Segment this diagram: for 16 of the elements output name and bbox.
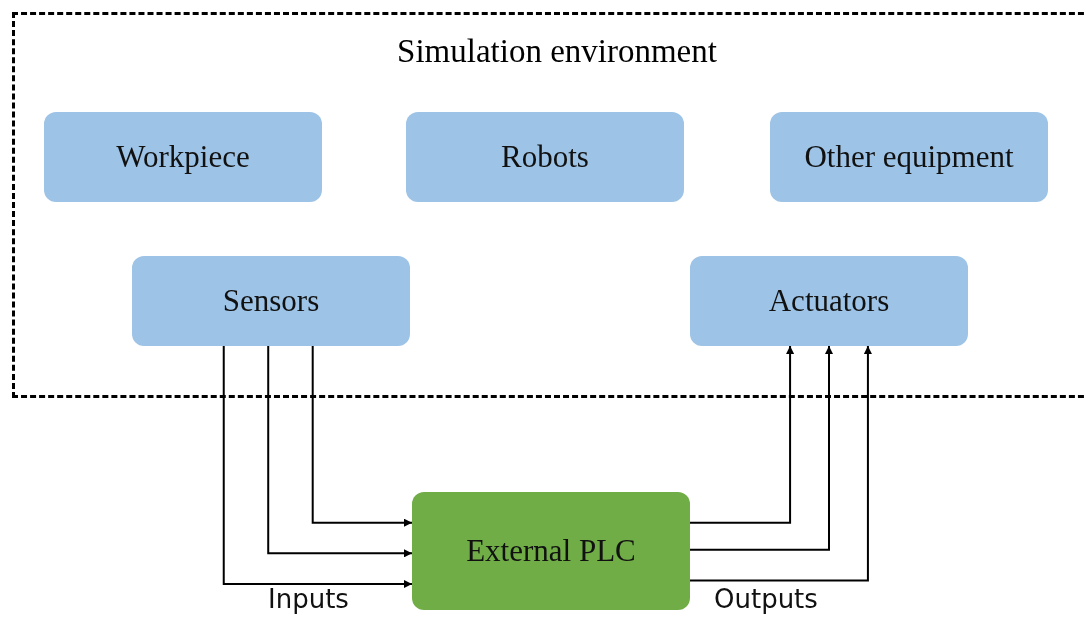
annotation-text: Inputs: [268, 584, 349, 614]
arrow: [689, 345, 833, 551]
process-box: Other equipment: [770, 112, 1048, 202]
group-title: Simulation environment: [397, 33, 717, 70]
process-box: Sensors: [132, 256, 410, 346]
arrow: [689, 345, 795, 524]
process-box: Actuators: [690, 256, 968, 346]
process-box: Workpiece: [44, 112, 322, 202]
arrow: [311, 345, 413, 527]
arrow: [689, 345, 872, 582]
process-box: External PLC: [412, 492, 690, 610]
arrow: [222, 345, 413, 589]
process-box: Robots: [406, 112, 684, 202]
arrow: [267, 345, 413, 558]
dashed-group-frame: [12, 12, 1086, 398]
annotation-text: Outputs: [714, 584, 818, 614]
